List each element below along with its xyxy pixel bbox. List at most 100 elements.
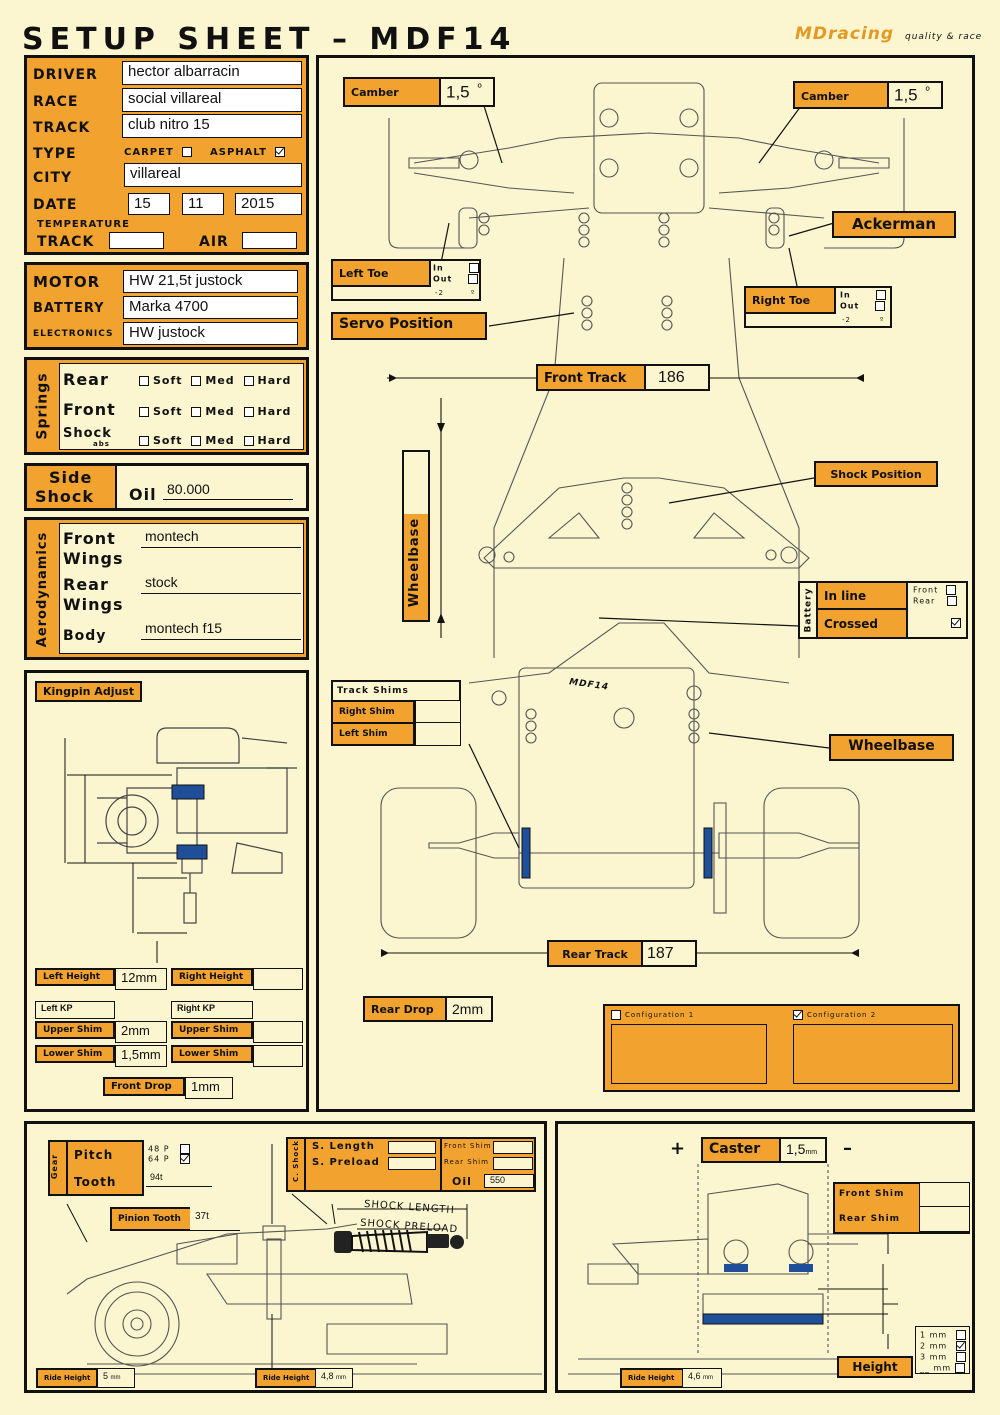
left-height-field[interactable]: 12mm — [115, 968, 167, 990]
left-lower-shim-field[interactable]: 1,5mm — [115, 1045, 167, 1067]
front-wings-label-2: Wings — [63, 549, 124, 568]
battery-front-checkbox[interactable] — [946, 585, 957, 595]
city-field[interactable]: villareal — [124, 163, 302, 187]
motor-label: MOTOR — [33, 273, 101, 291]
caster-panel: + – Caster 1,5mm Front Shim Rear Shim 1 … — [555, 1121, 975, 1393]
cshock-rear-shim-field[interactable] — [493, 1157, 533, 1170]
caster-front-shim-field[interactable] — [919, 1182, 970, 1208]
left-shim-field[interactable] — [415, 722, 461, 746]
height-4-checkbox[interactable] — [955, 1363, 966, 1373]
carpet-checkbox[interactable] — [182, 147, 193, 157]
asphalt-checkbox[interactable] — [275, 147, 286, 157]
p64-label: 64 P — [148, 1154, 170, 1164]
config2-checkbox[interactable] — [793, 1010, 803, 1020]
date-month-field[interactable]: 11 — [182, 193, 224, 215]
shock-hard-checkbox[interactable] — [243, 436, 254, 446]
s-length-field[interactable] — [388, 1141, 436, 1154]
electronics-field[interactable]: HW justock — [123, 322, 298, 345]
gear-vertical-label: Gear — [50, 1153, 60, 1180]
rear-track-field[interactable]: 187 — [641, 940, 697, 967]
height-3-checkbox[interactable] — [956, 1352, 967, 1362]
battery-field[interactable]: Marka 4700 — [123, 296, 298, 319]
wheelbase-vertical-fill — [404, 514, 428, 620]
caster-field[interactable]: 1,5mm — [779, 1137, 827, 1163]
cshock-front-shim-field[interactable] — [493, 1141, 533, 1154]
s-preload-field[interactable] — [388, 1157, 436, 1170]
rear-hard-checkbox[interactable] — [243, 376, 254, 386]
rear-wings-label-1: Rear — [63, 575, 109, 594]
cshock-oil-field[interactable]: 550 — [484, 1174, 534, 1188]
front-soft-label: Soft — [153, 405, 183, 418]
right-shim-field[interactable] — [415, 700, 461, 724]
front-drop-field[interactable]: 1mm — [185, 1077, 233, 1099]
side-shock-panel: Side Shock Oil 80.000 — [24, 463, 309, 511]
caster-ride-height-field[interactable]: 4,6 mm — [682, 1368, 722, 1388]
right-toe-in-checkbox[interactable] — [875, 290, 886, 300]
right-height-field[interactable] — [253, 968, 303, 990]
left-toe-out-label: Out — [433, 274, 453, 284]
date-year-field[interactable]: 2015 — [235, 193, 302, 215]
ride-height-1-field[interactable]: 5 mm — [97, 1368, 135, 1388]
rear-soft-checkbox[interactable] — [139, 376, 149, 386]
left-upper-shim-field[interactable]: 2mm — [115, 1021, 167, 1043]
camber-left-label: Camber — [343, 77, 441, 107]
race-field[interactable]: social villareal — [122, 88, 302, 112]
right-toe-label: Right Toe — [744, 286, 836, 314]
left-toe-in-checkbox[interactable] — [468, 263, 479, 273]
front-track-field[interactable]: 186 — [644, 364, 710, 391]
config1-checkbox[interactable] — [611, 1010, 621, 1020]
cshock-oil-label: Oil — [452, 1175, 472, 1188]
config-box: Configuration 1 Configuration 2 — [603, 1004, 960, 1092]
left-toe-in-label: In — [433, 263, 444, 273]
left-toe-out-checkbox[interactable] — [468, 274, 479, 284]
battery-rear-checkbox[interactable] — [947, 596, 958, 606]
front-med-checkbox[interactable] — [191, 407, 202, 417]
front-hard-checkbox[interactable] — [243, 407, 254, 417]
cshock-box: C. Shock S. Length S. Preload Front Shim… — [286, 1137, 536, 1192]
right-toe-box: Right Toe In Out -2 º — [744, 286, 892, 328]
body-field[interactable]: montech f15 — [141, 620, 301, 640]
tooth-label: Tooth — [74, 1175, 117, 1189]
asphalt-option[interactable]: ASPHALT — [210, 147, 289, 158]
tooth-field[interactable]: 94t — [146, 1172, 212, 1187]
caster-rear-shim-field[interactable] — [919, 1206, 970, 1232]
rear-med-checkbox[interactable] — [191, 376, 202, 386]
shock-soft-checkbox[interactable] — [139, 436, 149, 446]
height-2-checkbox[interactable] — [956, 1341, 967, 1351]
track-field[interactable]: club nitro 15 — [122, 114, 302, 138]
side-shock-label-2: Shock — [35, 487, 95, 506]
ride-height-2-field[interactable]: 4,8 mm — [315, 1368, 353, 1388]
pinion-field[interactable]: 37t — [190, 1207, 240, 1231]
right-toe-out-checkbox[interactable] — [875, 301, 886, 311]
p64-checkbox[interactable] — [179, 1154, 190, 1164]
wheelbase-vertical-label: Wheelbase — [407, 517, 423, 608]
side-shock-oil-field[interactable]: 80.000 — [163, 481, 293, 500]
carpet-option[interactable]: CARPET — [124, 147, 196, 158]
springs-shock-sub: abs — [93, 440, 110, 448]
motor-field[interactable]: HW 21,5t justock — [123, 270, 298, 293]
springs-vertical-label: Springs — [34, 372, 51, 440]
springs-rear-options: Soft Med Hard — [135, 374, 291, 387]
caster-diagram — [568, 1164, 908, 1375]
height-option-1: 1 mm — [920, 1330, 970, 1340]
date-day-field[interactable]: 15 — [128, 193, 170, 215]
caster-ride-height-value: 4,6 — [688, 1371, 701, 1381]
front-wings-field[interactable]: montech — [141, 528, 301, 548]
temp-track-field[interactable] — [109, 232, 164, 249]
driver-field[interactable]: hector albarracin — [122, 61, 302, 85]
rear-wings-field[interactable]: stock — [141, 574, 301, 594]
track-shims-box: Track Shims Right Shim Left Shim — [331, 680, 461, 746]
shock-med-checkbox[interactable] — [191, 436, 202, 446]
left-upper-shim-label: Upper Shim — [35, 1021, 115, 1039]
temp-air-field[interactable] — [242, 232, 297, 249]
crossed-checkbox[interactable] — [951, 618, 961, 628]
right-lower-shim-field[interactable] — [253, 1045, 303, 1067]
gear-diagram — [66, 1144, 542, 1375]
caster-value: 1,5 — [786, 1141, 806, 1157]
front-soft-checkbox[interactable] — [139, 407, 149, 417]
right-upper-shim-field[interactable] — [253, 1021, 303, 1043]
rear-drop-field[interactable]: 2mm — [445, 996, 493, 1022]
wheelbase-vertical-box: Wheelbase — [402, 450, 430, 622]
